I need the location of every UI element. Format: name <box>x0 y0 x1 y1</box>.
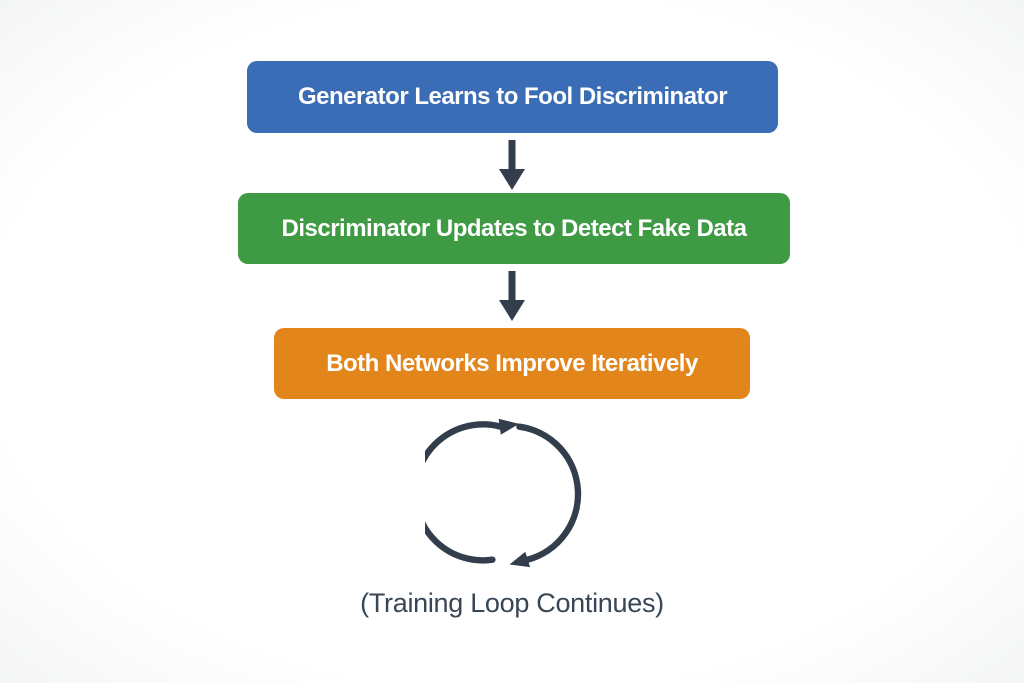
down-arrow-icon <box>499 140 525 190</box>
training-loop-caption: (Training Loop Continues) <box>360 588 664 618</box>
step-generator-box: Generator Learns to Fool Discriminator <box>247 61 778 133</box>
step-discriminator-box: Discriminator Updates to Detect Fake Dat… <box>238 193 790 264</box>
training-loop-icon <box>425 418 582 568</box>
step-improve-box: Both Networks Improve Iteratively <box>274 328 750 399</box>
step-improve-label: Both Networks Improve Iteratively <box>326 349 698 377</box>
step-generator-label: Generator Learns to Fool Discriminator <box>297 83 728 110</box>
down-arrow-icon <box>499 271 525 321</box>
step-discriminator-label: Discriminator Updates to Detect Fake Dat… <box>281 214 747 242</box>
